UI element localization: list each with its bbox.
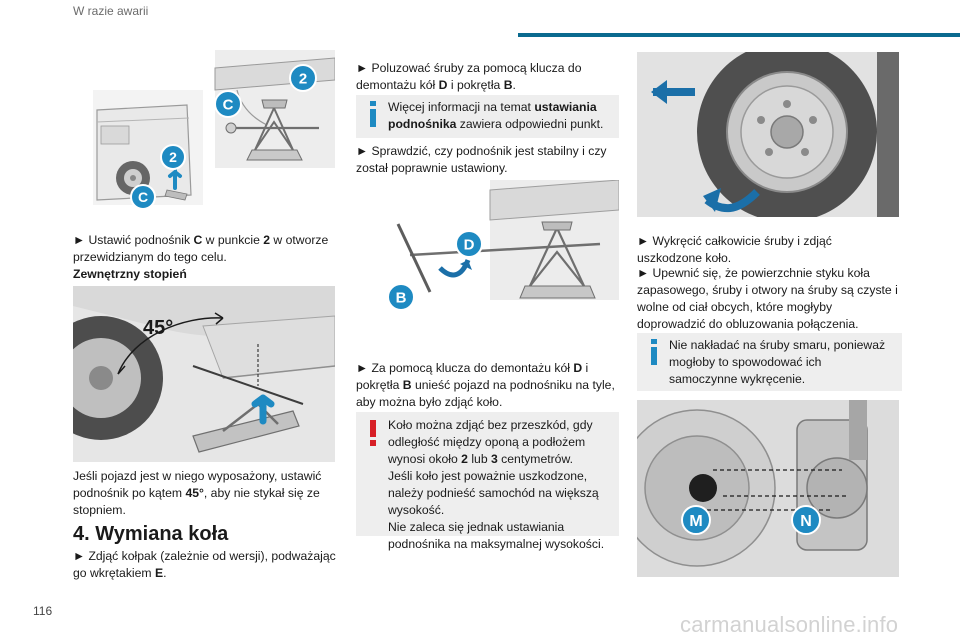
marker-m bbox=[681, 505, 711, 535]
figure-wheel-removal bbox=[637, 52, 899, 217]
marker-2-top bbox=[289, 64, 317, 92]
col1-para1: Jeśli pojazd jest w niego wyposażony, us… bbox=[73, 469, 322, 517]
figure-jack-placement: 2 C 2 C bbox=[93, 50, 335, 210]
section-header: W razie awarii bbox=[73, 4, 149, 18]
angle-label: 45° bbox=[143, 317, 173, 339]
header-accent-bar bbox=[518, 33, 960, 37]
warning-line-3: Nie zaleca się jednak ustawiania podnośn… bbox=[388, 520, 605, 551]
watermark: carmanualsonline.info bbox=[680, 612, 899, 637]
col1-subheading: Zewnętrzny stopień bbox=[73, 267, 187, 281]
col1-step1: ► Ustawić podnośnik C w punkcie 2 w otwo… bbox=[73, 233, 329, 264]
figure-hub-bolts: M N bbox=[637, 400, 899, 577]
figure-jack-wrench: D B bbox=[387, 180, 619, 311]
marker-n bbox=[791, 505, 821, 535]
col2-step3: ► Za pomocą klucza do demontażu kół D i … bbox=[356, 361, 615, 409]
marker-c-top bbox=[214, 90, 242, 118]
figure-jack-angle: 45° bbox=[73, 286, 335, 462]
info-icon bbox=[370, 101, 376, 127]
marker-c-bottom-label: C bbox=[138, 189, 148, 205]
info-notice-jack: Więcej informacji na temat ustawiania po… bbox=[356, 95, 619, 138]
marker-b bbox=[387, 283, 415, 311]
page-number: 116 bbox=[33, 604, 53, 618]
marker-c-top-label: C bbox=[223, 97, 234, 114]
warning-icon bbox=[370, 420, 376, 446]
warning-notice-lift: Koło można zdjąć bez przeszkód, gdy odle… bbox=[356, 412, 619, 551]
marker-2-bottom-label: 2 bbox=[169, 149, 177, 165]
col3-step1: ► Wykręcić całkowicie śruby i zdjąć uszk… bbox=[637, 234, 832, 265]
marker-c-bottom bbox=[130, 184, 156, 210]
col3-step2: ► Upewnić się, że powierzchnie styku koł… bbox=[637, 266, 898, 331]
warning-line-2: Jeśli koło jest poważnie uszkodzone, nal… bbox=[388, 469, 599, 517]
section-heading: 4. Wymiana koła bbox=[73, 523, 229, 545]
marker-d bbox=[455, 230, 483, 258]
info-icon bbox=[651, 339, 657, 365]
marker-2-top-label: 2 bbox=[299, 71, 307, 88]
warning-line-1: Koło można zdjąć bez przeszkód, gdy odle… bbox=[388, 418, 593, 466]
col1-step2: ► Zdjąć kołpak (zależnie od wersji), pod… bbox=[73, 549, 336, 580]
col2-step2: ► Sprawdzić, czy podnośnik jest stabilny… bbox=[356, 144, 607, 175]
marker-2-bottom bbox=[160, 144, 186, 170]
col2-step1: ► Poluzować śruby za pomocą klucza do de… bbox=[356, 61, 582, 92]
marker-b-label: B bbox=[396, 290, 407, 307]
marker-n-label: N bbox=[800, 513, 812, 530]
marker-m-label: M bbox=[689, 513, 702, 530]
info-notice-grease: Nie nakładać na śruby smaru, ponieważ mo… bbox=[637, 333, 902, 391]
marker-d-label: D bbox=[464, 237, 475, 254]
